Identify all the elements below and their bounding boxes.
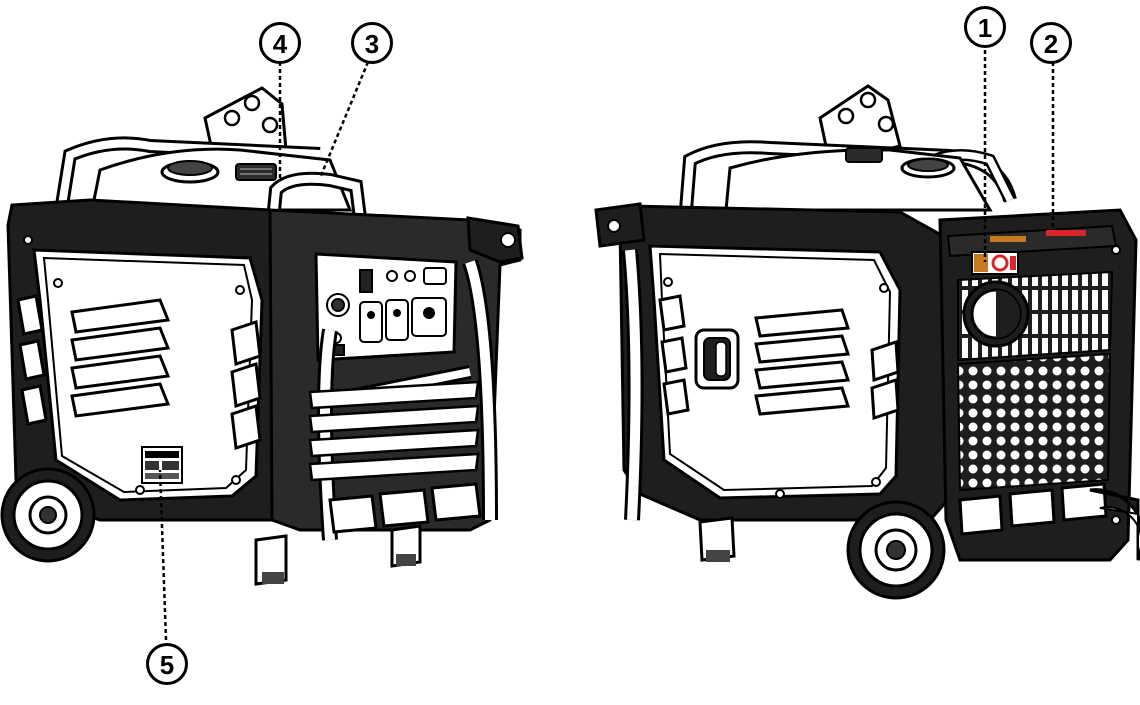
callout-3-circle (351, 22, 393, 64)
callout-5-label: 5 (160, 650, 174, 680)
leader-lines (158, 50, 1055, 641)
callout-3: 3 (351, 22, 393, 64)
callout-2: 2 (1030, 22, 1072, 64)
callout-5-circle (146, 643, 188, 685)
callout-1-circle (964, 6, 1006, 48)
callout-5: 5 (146, 643, 188, 685)
generator-right-view (594, 84, 1140, 600)
callout-4-label: 4 (273, 29, 288, 59)
callout-4-circle (259, 22, 301, 64)
leader-line-5 (158, 469, 168, 641)
leader-line-3 (318, 61, 370, 179)
callout-2-circle (1030, 22, 1072, 64)
generator-left-view (0, 86, 524, 586)
callout-3-label: 3 (365, 29, 379, 59)
callout-2-label: 2 (1044, 29, 1058, 59)
callout-4: 4 (259, 22, 301, 64)
callout-1-label: 1 (978, 13, 992, 43)
callout-1: 1 (964, 6, 1006, 48)
